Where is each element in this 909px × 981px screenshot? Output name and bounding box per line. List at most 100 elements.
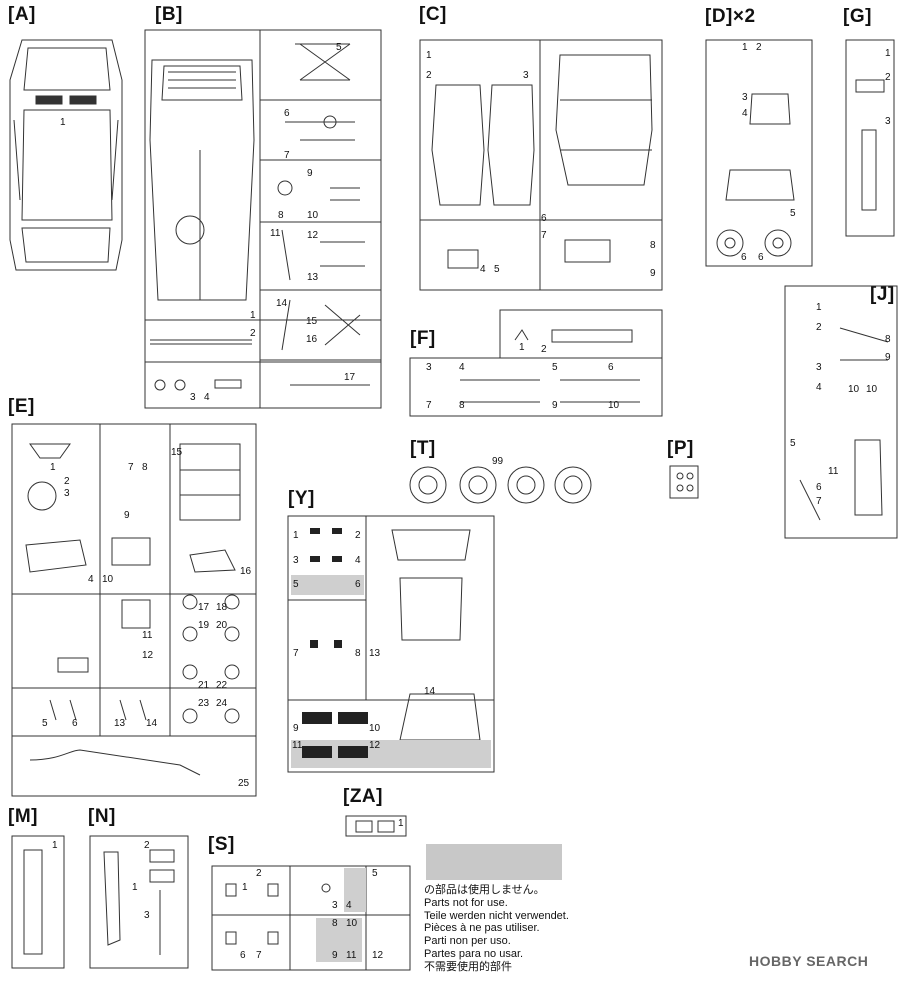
- part-number: 9: [124, 510, 130, 521]
- hobby-search-logo: HOBBY SEARCH: [749, 953, 869, 969]
- part-number: 11: [346, 950, 357, 961]
- part-number: 2: [816, 322, 822, 333]
- part-number: 1: [742, 42, 748, 53]
- g-sprue: [845, 39, 895, 237]
- part-number: 24: [216, 698, 228, 709]
- chassis-frame: [144, 29, 382, 409]
- part-number: 10: [307, 210, 319, 221]
- notice-en: Parts not for use.: [424, 896, 508, 909]
- interior-tub: [419, 39, 663, 291]
- part-number: 12: [307, 230, 319, 241]
- part-number: 8: [278, 210, 284, 221]
- part-number: 1: [293, 530, 299, 541]
- part-number: 11: [292, 740, 303, 751]
- part-number: 5: [552, 362, 558, 373]
- part-number: 5: [42, 718, 48, 729]
- part-number: 15: [306, 316, 318, 327]
- part-number: 1: [50, 462, 56, 473]
- part-number: 2: [144, 840, 150, 851]
- m-sprue: [11, 835, 65, 969]
- part-number: 1: [398, 818, 404, 829]
- part-number: 2: [426, 70, 432, 81]
- part-number: 11: [142, 630, 153, 641]
- part-number: 5: [494, 264, 500, 275]
- clear-parts-sprue: [287, 515, 495, 773]
- part-number: 11: [270, 228, 281, 239]
- part-number: 6: [541, 213, 547, 224]
- part-number: 1: [132, 882, 138, 893]
- part-number: 18: [216, 602, 228, 613]
- f-sprue: [409, 309, 663, 417]
- part-number: 10: [369, 723, 381, 734]
- part-number: 2: [256, 868, 262, 879]
- part-number: 6: [355, 579, 361, 590]
- part-number: 2: [756, 42, 762, 53]
- part-number: 10: [102, 574, 114, 585]
- part-number: 5: [790, 438, 796, 449]
- part-number: 6: [608, 362, 614, 373]
- part-number: 11: [828, 466, 839, 477]
- part-number: 4: [88, 574, 94, 585]
- part-number: 4: [816, 382, 822, 393]
- part-number: 10: [848, 384, 860, 395]
- part-number: 8: [142, 462, 148, 473]
- sprue-label-p: [P]: [667, 438, 694, 459]
- wheel-parts: [409, 466, 592, 504]
- part-number: 2: [355, 530, 361, 541]
- part-number: 9: [650, 268, 656, 279]
- part-number: 2: [64, 476, 70, 487]
- part-number: 4: [346, 900, 352, 911]
- part-number: 99: [492, 456, 504, 467]
- part-number: 7: [426, 400, 432, 411]
- part-number: 1: [816, 302, 822, 313]
- part-number: 12: [369, 740, 381, 751]
- part-number: 8: [355, 648, 361, 659]
- notice-zh: 不需要使用的部件: [424, 960, 512, 973]
- part-number: 5: [790, 208, 796, 219]
- part-number: 4: [480, 264, 486, 275]
- part-number: 3: [426, 362, 432, 373]
- unused-color-swatch: [426, 844, 562, 880]
- part-number: 10: [346, 918, 358, 929]
- part-number: 3: [190, 392, 196, 403]
- part-number: 7: [284, 150, 290, 161]
- part-number: 6: [284, 108, 290, 119]
- part-number: 1: [885, 48, 891, 59]
- sprue-label-b: [B]: [155, 4, 183, 25]
- notice-it: Parti non per uso.: [424, 935, 511, 948]
- part-number: 6: [72, 718, 78, 729]
- part-number: 21: [198, 680, 210, 691]
- part-number: 9: [885, 352, 891, 363]
- part-number: 7: [128, 462, 134, 473]
- part-number: 13: [114, 718, 126, 729]
- part-number: 10: [866, 384, 878, 395]
- part-number: 7: [293, 648, 299, 659]
- part-number: 6: [741, 252, 747, 263]
- part-number: 3: [523, 70, 529, 81]
- part-number: 17: [198, 602, 210, 613]
- part-number: 4: [355, 555, 361, 566]
- part-number: 5: [293, 579, 299, 590]
- part-number: 8: [650, 240, 656, 251]
- notice-jp: の部品は使用しません。: [424, 884, 545, 896]
- part-number: 10: [608, 400, 620, 411]
- part-number: 3: [816, 362, 822, 373]
- part-number: 3: [144, 910, 150, 921]
- part-number: 4: [742, 108, 748, 119]
- part-number: 3: [742, 92, 748, 103]
- part-number: 4: [204, 392, 210, 403]
- part-number: 13: [307, 272, 319, 283]
- part-number: 1: [250, 310, 256, 321]
- seat-sprue: [705, 39, 813, 267]
- part-number: 9: [332, 950, 338, 961]
- sprue-label-f: [F]: [410, 328, 436, 349]
- sprue-label-t: [T]: [410, 438, 436, 459]
- notice-de: Teile werden nicht verwendet.: [424, 909, 569, 922]
- part-number: 2: [541, 344, 547, 355]
- part-number: 12: [372, 950, 384, 961]
- part-number: 7: [541, 230, 547, 241]
- part-number: 6: [816, 482, 822, 493]
- part-number: 20: [216, 620, 228, 631]
- notice-fr: Pièces à ne pas utiliser.: [424, 922, 540, 935]
